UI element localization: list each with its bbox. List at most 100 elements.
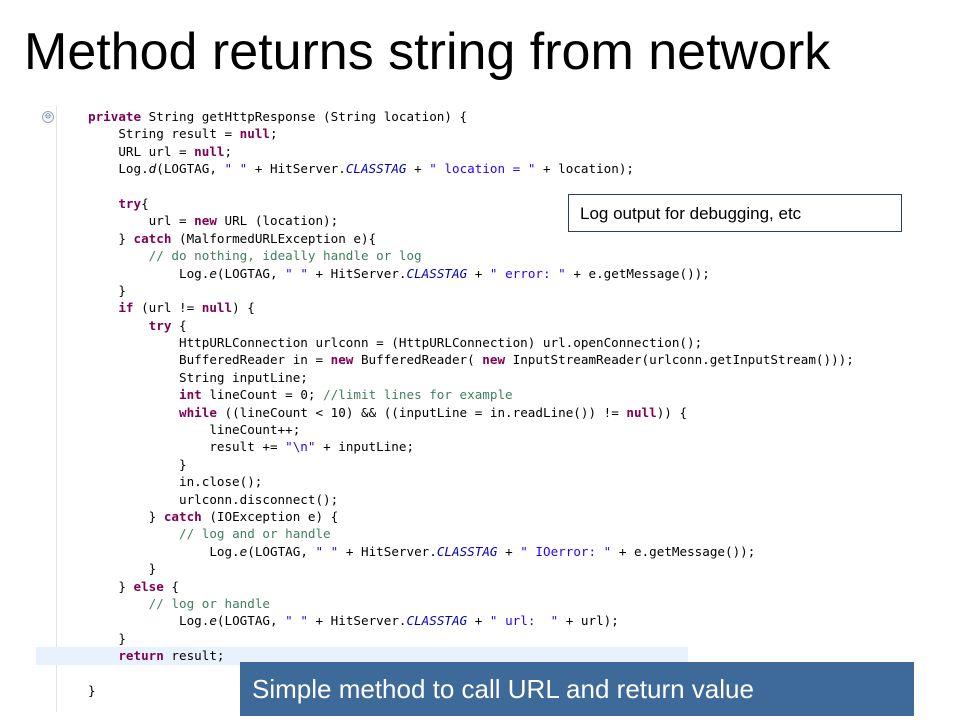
code-token: lineCount = 0; bbox=[201, 387, 324, 403]
code-token: ; bbox=[224, 143, 233, 159]
code-line[interactable]: lineCount++; bbox=[36, 421, 960, 438]
code-token: + HitServer. bbox=[247, 161, 346, 177]
code-line[interactable]: } bbox=[36, 630, 960, 647]
code-line[interactable]: // log and or handle bbox=[36, 525, 960, 542]
code-token: + location); bbox=[535, 161, 634, 177]
code-line[interactable] bbox=[36, 178, 960, 195]
code-line[interactable]: } bbox=[36, 682, 960, 699]
code-token: catch bbox=[133, 230, 172, 246]
code-token bbox=[88, 387, 179, 402]
code-line[interactable]: String result = null; bbox=[36, 125, 960, 142]
code-token bbox=[88, 300, 118, 315]
code-token: + bbox=[467, 265, 490, 281]
code-token: result; bbox=[163, 648, 225, 664]
code-token: URL (location); bbox=[216, 213, 339, 229]
code-token: BufferedReader in = bbox=[88, 352, 331, 368]
code-token: private bbox=[88, 109, 142, 124]
code-token: (LOGTAG, bbox=[216, 613, 286, 629]
code-line[interactable]: BufferedReader in = new BufferedReader( … bbox=[36, 351, 960, 368]
code-token: //limit lines for example bbox=[323, 387, 513, 403]
code-token bbox=[88, 596, 149, 611]
code-line[interactable]: // do nothing, ideally handle or log bbox=[36, 247, 960, 264]
code-token: } bbox=[88, 508, 164, 524]
code-token: { bbox=[171, 317, 187, 333]
code-token: e bbox=[209, 613, 217, 629]
code-token: (url != bbox=[133, 300, 202, 316]
code-token bbox=[88, 405, 179, 420]
code-token: " location = " bbox=[429, 161, 536, 177]
code-token: InputStreamReader(urlconn.getInputStream… bbox=[505, 352, 854, 368]
code-token: { bbox=[163, 578, 180, 594]
code-token: " " bbox=[224, 161, 248, 177]
code-token: url = bbox=[88, 213, 195, 229]
code-line[interactable]: // log or handle bbox=[36, 595, 960, 612]
code-token: null bbox=[201, 300, 233, 316]
code-token: result += bbox=[88, 439, 286, 455]
code-line[interactable]: try{ bbox=[36, 195, 960, 212]
code-token: ; bbox=[270, 126, 278, 142]
code-line[interactable]: } catch (IOException e) { bbox=[36, 508, 960, 525]
code-token: { bbox=[141, 195, 149, 211]
code-token: URL url = bbox=[88, 143, 195, 159]
code-line[interactable]: in.close(); bbox=[36, 473, 960, 490]
code-line[interactable]: URL url = null; bbox=[36, 143, 960, 160]
code-token bbox=[88, 318, 149, 333]
code-line[interactable]: Log.d(LOGTAG, " " + HitServer.CLASSTAG +… bbox=[36, 160, 960, 177]
code-token: return bbox=[118, 648, 164, 664]
code-token: + bbox=[467, 613, 490, 629]
code-token: catch bbox=[163, 508, 202, 524]
code-token: } bbox=[88, 682, 96, 698]
code-token: + bbox=[497, 543, 521, 559]
code-line[interactable]: } bbox=[36, 560, 960, 577]
code-line[interactable]: private String getHttpResponse (String l… bbox=[36, 108, 960, 125]
code-token: CLASSTAG bbox=[345, 161, 407, 177]
code-token: ((lineCount < 10) && ((inputLine = in.re… bbox=[216, 404, 627, 420]
code-token: int bbox=[179, 387, 202, 403]
code-line[interactable]: } bbox=[36, 282, 960, 299]
code-token: CLASSTAG bbox=[436, 543, 498, 559]
code-token: " " bbox=[315, 543, 339, 559]
code-line[interactable]: HttpURLConnection urlconn = (HttpURLConn… bbox=[36, 334, 960, 351]
code-token: CLASSTAG bbox=[406, 265, 468, 281]
code-token: CLASSTAG bbox=[406, 613, 468, 629]
code-line[interactable]: try { bbox=[36, 317, 960, 334]
code-token bbox=[88, 248, 149, 263]
code-line[interactable]: } catch (MalformedURLException e){ bbox=[36, 230, 960, 247]
code-token: urlconn.disconnect(); bbox=[88, 491, 339, 507]
code-token: lineCount++; bbox=[88, 422, 301, 438]
code-token: } bbox=[88, 282, 126, 298]
code-token: " url: " bbox=[489, 613, 559, 629]
code-token: Log. bbox=[88, 543, 240, 559]
code-line[interactable]: Log.e(LOGTAG, " " + HitServer.CLASSTAG +… bbox=[36, 265, 960, 282]
code-token: else bbox=[133, 578, 164, 594]
code-token: + url); bbox=[558, 613, 619, 629]
code-line[interactable]: url = new URL (location); bbox=[36, 212, 960, 229]
code-line[interactable]: int lineCount = 0; //limit lines for exa… bbox=[36, 386, 960, 403]
code-line[interactable]: return result; bbox=[36, 647, 688, 665]
code-line[interactable]: String inputLine; bbox=[36, 369, 960, 386]
log-output-callout: Log output for debugging, etc bbox=[568, 194, 902, 232]
fold-collapse-icon[interactable]: ⊖ bbox=[42, 111, 54, 123]
gutter-divider bbox=[56, 106, 57, 712]
code-token: + bbox=[406, 161, 430, 177]
code-line[interactable]: Log.e(LOGTAG, " " + HitServer.CLASSTAG +… bbox=[36, 612, 960, 629]
code-token: " IOerror: " bbox=[520, 543, 612, 559]
code-line[interactable]: if (url != null) { bbox=[36, 299, 960, 316]
code-line[interactable]: } bbox=[36, 456, 960, 473]
code-token: + HitServer. bbox=[338, 543, 437, 559]
code-token bbox=[88, 196, 118, 211]
code-line[interactable]: Log.e(LOGTAG, " " + HitServer.CLASSTAG +… bbox=[36, 543, 960, 560]
code-token: try bbox=[148, 317, 172, 333]
code-line[interactable]: result += "\n" + inputLine; bbox=[36, 438, 960, 455]
code-token: " error: " bbox=[489, 265, 566, 281]
code-token: + e.getMessage()); bbox=[611, 543, 756, 559]
code-token: " " bbox=[285, 613, 308, 629]
code-token: Log. bbox=[88, 265, 210, 281]
code-line[interactable]: urlconn.disconnect(); bbox=[36, 491, 960, 508]
code-line[interactable]: while ((lineCount < 10) && ((inputLine =… bbox=[36, 404, 960, 421]
code-line[interactable]: } else { bbox=[36, 578, 960, 595]
code-token: "\n" bbox=[285, 439, 316, 455]
code-body[interactable]: private String getHttpResponse (String l… bbox=[36, 108, 960, 699]
code-token: new bbox=[194, 213, 217, 229]
code-token: while bbox=[179, 404, 217, 420]
